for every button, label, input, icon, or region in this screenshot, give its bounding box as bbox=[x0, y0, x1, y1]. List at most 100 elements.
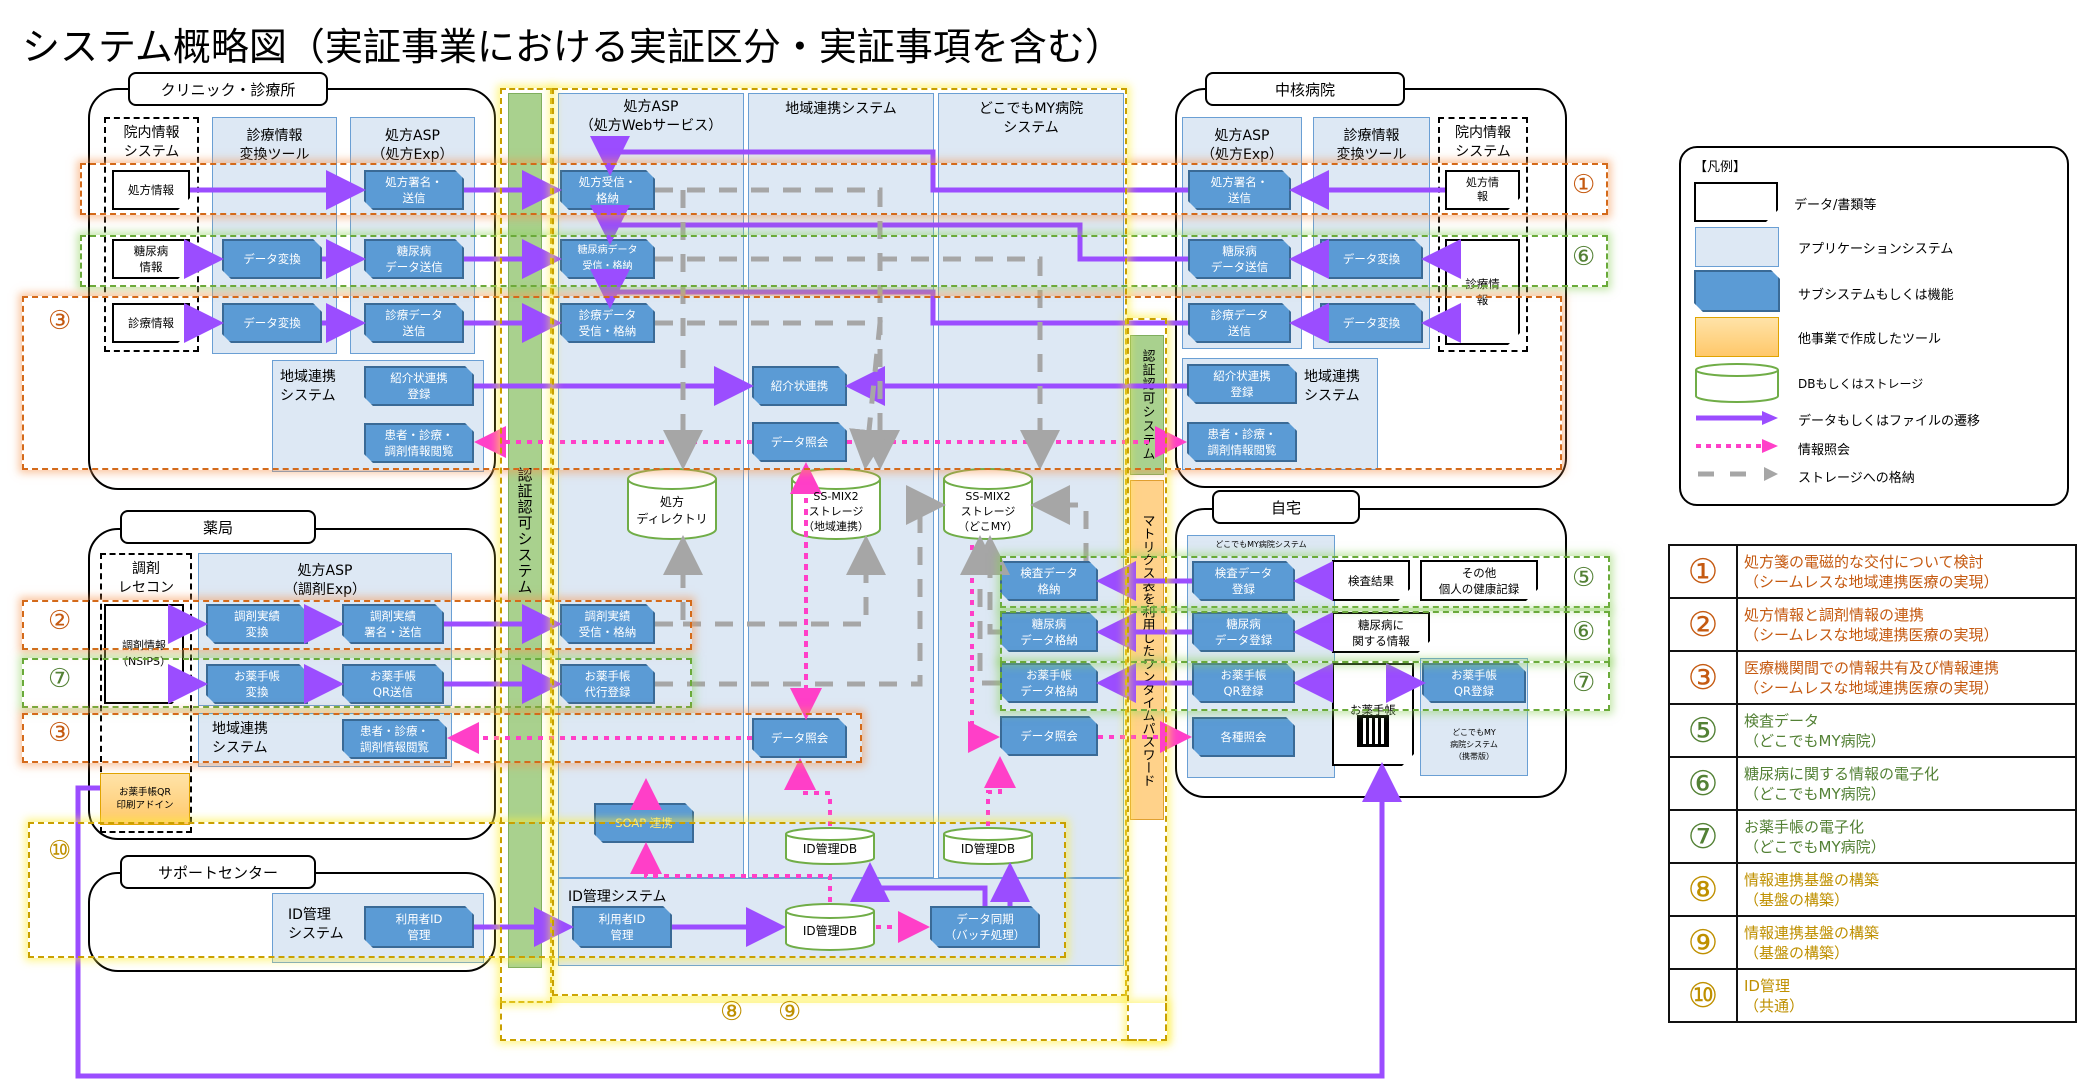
legend-document-icon bbox=[1694, 182, 1778, 222]
demo-item-subtitle: （基盤の構築） bbox=[1744, 890, 1850, 909]
hosp-rx-sign-send[interactable]: 処方署名・ 送信 bbox=[1188, 170, 1291, 210]
rx-asp-web-title: 処方ASP （処方Webサービス） bbox=[579, 99, 723, 134]
legend-solid-arrow-icon bbox=[1696, 411, 1778, 425]
core-hospital-label: 中核病院 bbox=[1205, 72, 1405, 106]
zone-7-notebook bbox=[22, 658, 692, 708]
demo-item-title: 処方箋の電磁的な交付について検討 bbox=[1744, 552, 1984, 571]
demo-item-number: ⑥ bbox=[1668, 756, 1738, 811]
demo-item-title: 糖尿病に関する情報の電子化 bbox=[1744, 764, 1940, 783]
demo-item-title: お薬手帳の電子化 bbox=[1744, 817, 1865, 836]
id-db-main-label: ID管理DB bbox=[802, 923, 858, 938]
home-test-register[interactable]: 検査データ 登録 bbox=[1192, 561, 1295, 601]
hosp-diabetes-send[interactable]: 糖尿病 データ送信 bbox=[1188, 239, 1291, 279]
demo-item-number: ⑧ bbox=[1668, 862, 1738, 917]
demo-item-subtitle: （どこでもMY病院） bbox=[1744, 784, 1886, 803]
home-notebook-qr-register[interactable]: お薬手帳 QR登録 bbox=[1192, 663, 1295, 703]
dokomy-data-query[interactable]: データ照会 bbox=[1000, 716, 1098, 756]
clinic-rx-asp-title: 処方ASP （処方Exp） bbox=[371, 128, 454, 163]
zone-auth-right bbox=[1127, 318, 1167, 1041]
demo-item-text: ID管理（共通） bbox=[1736, 968, 2077, 1023]
hosp-rx-info-doc: 処方情 報 bbox=[1445, 170, 1520, 210]
zone-number-6b: ⑥ bbox=[1572, 617, 1596, 647]
zone-number-8: ⑧ bbox=[720, 997, 744, 1027]
hosp-diag-convert-title: 診療情報 変換ツール bbox=[1336, 128, 1407, 163]
demo-item-subtitle: （共通） bbox=[1744, 996, 1805, 1015]
legend-label-document: データ/書類等 bbox=[1794, 198, 1877, 213]
zone-number-9: ⑨ bbox=[778, 997, 802, 1027]
dokodemo-system-title: どこでもMY病院 システム bbox=[978, 101, 1084, 136]
legend-db-icon bbox=[1695, 363, 1779, 403]
zone-number-3b: ③ bbox=[48, 718, 72, 748]
id-db-dokomy-label: ID管理DB bbox=[960, 841, 1016, 856]
clinic-diag-send[interactable]: 診療データ 送信 bbox=[364, 303, 464, 343]
legend-label-subsystem: サブシステムもしくは機能 bbox=[1798, 288, 1954, 303]
demo-item-text: 処方情報と調剤情報の連携（シームレスな地域連携医療の実現） bbox=[1736, 597, 2077, 652]
demo-item-text: 情報連携基盤の構築（基盤の構築） bbox=[1736, 915, 2077, 970]
regional-system-title: 地域連携システム bbox=[785, 101, 897, 117]
legend-label-db: DBもしくはストレージ bbox=[1798, 377, 1924, 391]
hosp-data-convert-2[interactable]: データ変換 bbox=[1320, 303, 1423, 343]
pharmacy-label: 薬局 bbox=[120, 510, 316, 544]
pharm-notebook-qr-send[interactable]: お薬手帳 QR送信 bbox=[342, 664, 444, 704]
zone-number-6a: ⑥ bbox=[1572, 242, 1596, 272]
zone-2-dispense bbox=[22, 600, 692, 650]
legend-dashed-arrow-icon bbox=[1698, 467, 1778, 481]
pharm-regional-title: 地域連携 システム bbox=[212, 721, 268, 756]
demo-item-text: お薬手帳の電子化（どこでもMY病院） bbox=[1736, 809, 2077, 864]
clinic-info-view[interactable]: 患者・診療・ 調剤情報閲覧 bbox=[364, 423, 474, 463]
zone-number-3a: ③ bbox=[48, 306, 72, 336]
clinic-in-hospital-title: 院内情報 システム bbox=[123, 125, 180, 160]
zone-number-2: ② bbox=[48, 606, 72, 636]
hosp-data-convert-1[interactable]: データ変換 bbox=[1320, 239, 1423, 279]
demo-item-number: ⑩ bbox=[1668, 968, 1738, 1023]
demo-item-subtitle: （どこでもMY病院） bbox=[1744, 731, 1886, 750]
mobile-notebook-qr-register[interactable]: お薬手帳 QR登録 bbox=[1422, 663, 1526, 703]
pharm-info-view[interactable]: 患者・診療・ 調剤情報閲覧 bbox=[342, 719, 447, 759]
zone-number-7b: ⑦ bbox=[1572, 668, 1596, 698]
hosp-diag-send[interactable]: 診療データ 送信 bbox=[1188, 303, 1291, 343]
demo-item-subtitle: （シームレスな地域連携医療の実現） bbox=[1744, 678, 1999, 697]
demo-item-text: 医療機関間での情報共有及び情報連携（シームレスな地域連携医療の実現） bbox=[1736, 650, 2077, 705]
dokomy-notebook-store[interactable]: お薬手帳 データ格納 bbox=[1000, 663, 1098, 703]
zone-7-home bbox=[1000, 661, 1610, 711]
ssmix-dokomy-db: SS-MIX2 ストレージ （どこMY） bbox=[942, 467, 1034, 541]
clinic-referral-register[interactable]: 紹介状連携 登録 bbox=[364, 366, 474, 406]
zone-1-rx-exchange bbox=[80, 163, 1608, 215]
hosp-regional-title: 地域連携 システム bbox=[1304, 369, 1360, 404]
demo-item-text: 情報連携基盤の構築（基盤の構築） bbox=[1736, 862, 2077, 917]
home-label: 自宅 bbox=[1212, 490, 1360, 524]
legend-tool-icon bbox=[1695, 317, 1779, 357]
home-various-queries[interactable]: 各種照会 bbox=[1192, 717, 1295, 757]
home-diabetes-doc: 糖尿病に 関する情報 bbox=[1332, 612, 1430, 653]
zone-6-diabetes bbox=[80, 235, 1608, 287]
zone-5-test bbox=[1000, 556, 1610, 608]
dokomy-diabetes-store[interactable]: 糖尿病 データ格納 bbox=[1000, 612, 1098, 652]
demo-item-title: 検査データ bbox=[1744, 711, 1820, 730]
demo-item-title: 処方情報と調剤情報の連携 bbox=[1744, 605, 1925, 624]
clinic-data-convert-2[interactable]: データ変換 bbox=[222, 303, 322, 343]
qr-code-icon bbox=[1357, 715, 1389, 747]
id-db-regional-label: ID管理DB bbox=[802, 841, 858, 856]
zone-auth-left bbox=[500, 88, 552, 1003]
zone-number-7a: ⑦ bbox=[48, 664, 72, 694]
clinic-diabetes-send[interactable]: 糖尿病 データ送信 bbox=[364, 239, 464, 279]
pharm-dispense-sign-send[interactable]: 調剤実績 署名・送信 bbox=[342, 604, 444, 644]
auth-system-bar-right: 認証認可システム bbox=[1130, 335, 1164, 475]
clinic-diag-convert-title: 診療情報 変換ツール bbox=[239, 128, 310, 163]
rx-directory-label: 処方 ディレクトリ bbox=[636, 495, 708, 526]
notebook-qr-print-addin[interactable]: お薬手帳QR 印刷アドイン bbox=[100, 773, 190, 825]
home-diabetes-register[interactable]: 糖尿病 データ登録 bbox=[1192, 612, 1295, 652]
legend-label-app: アプリケーションシステム bbox=[1798, 242, 1954, 257]
ssmix-dokomy-label: SS-MIX2 ストレージ （どこMY） bbox=[958, 489, 1018, 533]
clinic-label: クリニック・診療所 bbox=[128, 72, 328, 106]
demo-item-number: ⑤ bbox=[1668, 703, 1738, 758]
home-mobile-title: どこでもMY 病院システム （携帯版） bbox=[1450, 728, 1498, 761]
hosp-referral-register[interactable]: 紹介状連携 登録 bbox=[1187, 364, 1297, 404]
clinic-data-convert-1[interactable]: データ変換 bbox=[222, 239, 322, 279]
hosp-info-view[interactable]: 患者・診療・ 調剤情報閲覧 bbox=[1187, 422, 1297, 462]
demo-item-row: ⑥ 糖尿病に関する情報の電子化（どこでもMY病院） bbox=[1668, 756, 2077, 811]
demo-item-subtitle: （シームレスな地域連携医療の実現） bbox=[1744, 572, 1999, 591]
